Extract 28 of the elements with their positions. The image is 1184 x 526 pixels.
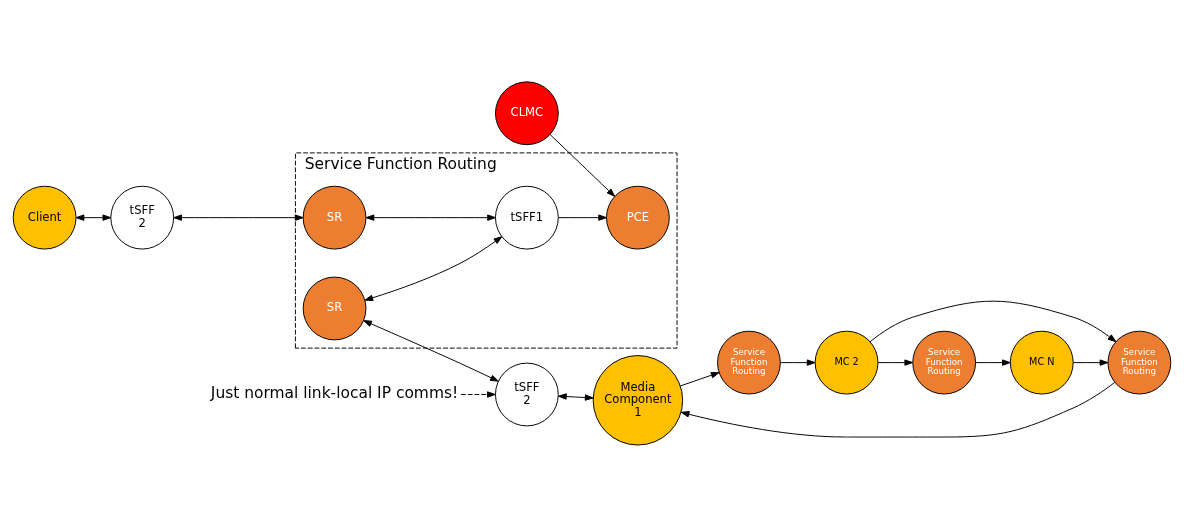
node-circle: Service Function Routing xyxy=(717,330,781,394)
arrow xyxy=(364,235,503,301)
arrow xyxy=(75,213,112,221)
arrow xyxy=(460,390,496,398)
arrow xyxy=(365,213,496,221)
node-circle: tSFF 2 xyxy=(494,362,559,426)
node-circle: Client xyxy=(12,185,77,250)
arrow xyxy=(680,381,1116,437)
node-text: Just normal link-local IP comms! xyxy=(210,383,459,402)
arrow xyxy=(363,319,499,382)
node-circle: SR xyxy=(302,276,367,340)
arrow xyxy=(1072,358,1109,366)
node-circle: tSFF 2 xyxy=(110,185,175,250)
arrow xyxy=(549,133,616,197)
node-circle: MC 2 xyxy=(814,330,879,394)
arrow xyxy=(779,358,816,366)
arrow xyxy=(679,371,720,386)
node-circle: Media Component 1 xyxy=(592,354,684,446)
arrow xyxy=(173,213,304,221)
arrow xyxy=(558,392,594,401)
arrow xyxy=(975,358,1011,366)
node-circle: CLMC xyxy=(494,80,559,145)
arrow xyxy=(869,300,1117,342)
arrow xyxy=(558,213,607,221)
node-circle: MC N xyxy=(1009,330,1074,394)
node-circle: Service Function Routing xyxy=(912,330,977,394)
node-circle: SR xyxy=(302,185,367,250)
arrow xyxy=(877,358,914,366)
